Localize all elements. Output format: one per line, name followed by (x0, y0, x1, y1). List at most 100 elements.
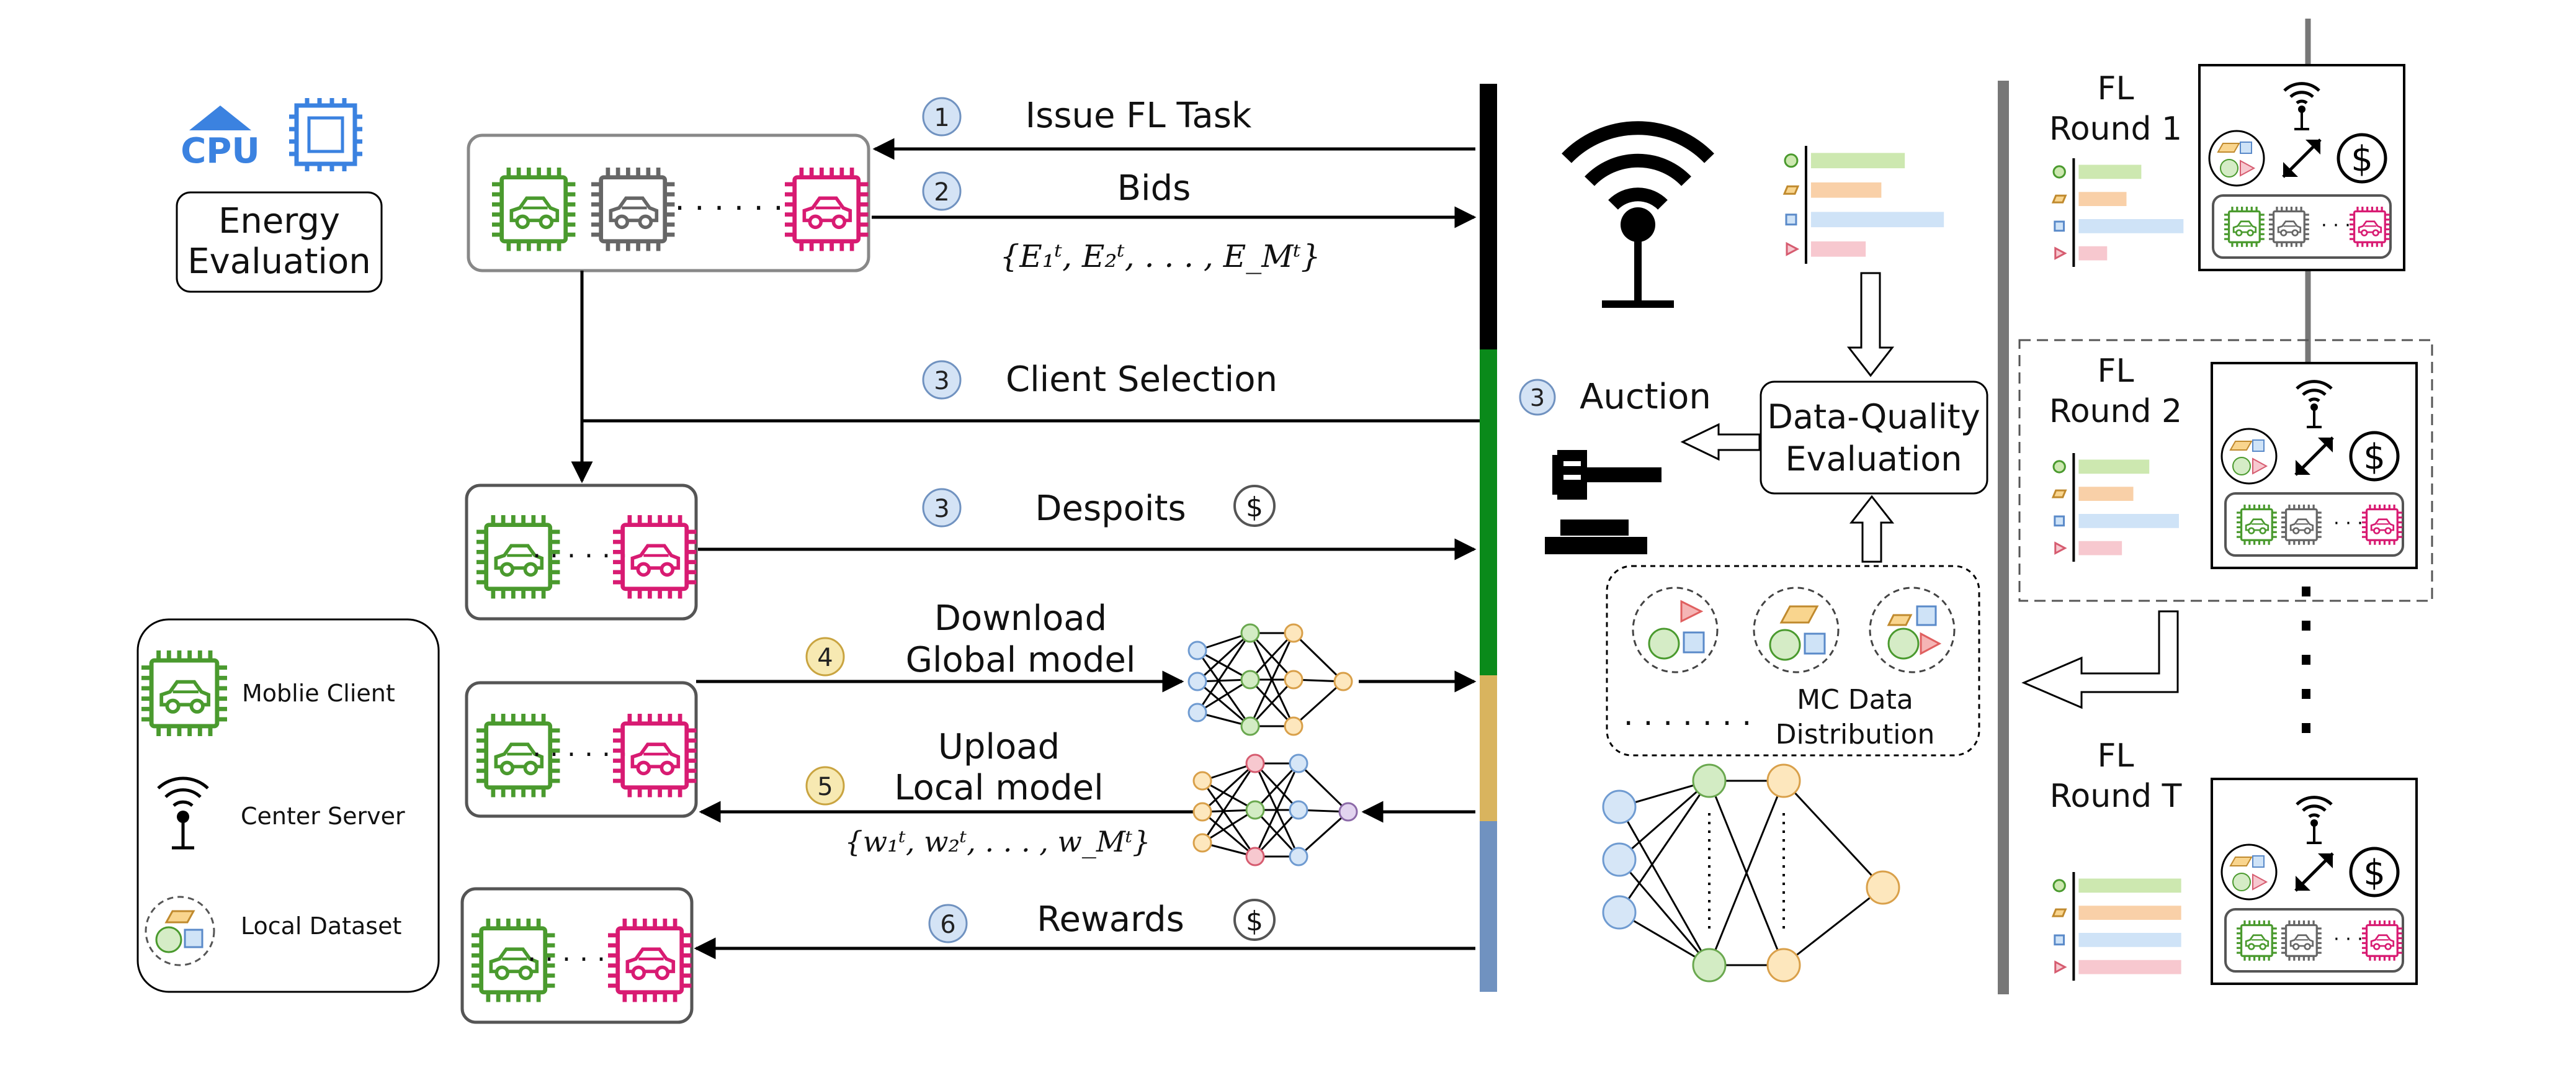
legend-box: Moblie Client Center Server Local Datase… (136, 618, 440, 993)
step-rewards: 6 Rewards $ (928, 899, 1276, 943)
net-node (1284, 670, 1304, 690)
bar-marker-icon (1786, 241, 1800, 256)
rounds-divider (1998, 81, 2009, 994)
step-download: 4 Download Global model (805, 598, 1135, 680)
client-chip-icon-green (472, 919, 555, 1002)
round-card: $ · · · (2211, 362, 2418, 569)
net-node (1240, 670, 1260, 690)
round-clients: · · · (2224, 492, 2404, 557)
client-group-deposits: . . . . . . (465, 484, 698, 621)
upload-formula: {w₁ᵗ, w₂ᵗ, . . . , w_Mᵗ} (844, 825, 1150, 858)
step-upload: 5 Upload Local model {w₁ᵗ, w₂ᵗ, . . . , … (805, 727, 1151, 858)
svg-text:$: $ (2363, 437, 2386, 477)
step-number: 2 (934, 178, 949, 207)
step-number: 1 (934, 104, 949, 132)
quality-bar (1810, 153, 1905, 169)
dollar-icon (1233, 899, 1276, 941)
net-node (1192, 833, 1212, 853)
step-number: 3 (934, 367, 949, 395)
step-selection: 3 Client Selection (922, 359, 1277, 400)
dollar-symbol: $ (1246, 492, 1263, 523)
server-timeline-bar (1480, 84, 1497, 992)
mc-dots: . . . . . . . (1624, 696, 1752, 732)
client-chip-icon-pink (613, 515, 697, 599)
round-card: $ · · · (2211, 778, 2418, 985)
bar-marker-icon (2054, 246, 2067, 260)
cpu-icon: CPU (181, 106, 260, 171)
quality-bar (2078, 960, 2181, 974)
mc-label-2: Distribution (1776, 719, 1935, 750)
step-number: 3 (934, 495, 949, 523)
round-server-icon (2296, 796, 2333, 844)
client-chip-icon-pink (2362, 920, 2402, 961)
client-chip-icon-pink (2350, 207, 2390, 247)
net-node (1692, 948, 1727, 983)
quality-bar (1810, 182, 1882, 198)
dq-arrow-up (1849, 495, 1895, 563)
quality-bar (1810, 212, 1944, 228)
net-node (1192, 771, 1212, 791)
net-node (1284, 623, 1304, 643)
mc-label-1: MC Data (1797, 684, 1913, 716)
round-quality-bars (2051, 453, 2179, 562)
step-number: 5 (817, 773, 833, 801)
net-node (1245, 847, 1265, 866)
dq-arrow-down (1846, 272, 1895, 377)
client-chip-icon-gray (591, 168, 675, 251)
round-arrow-icon (2021, 610, 2179, 709)
mc-dataset-icon (1632, 587, 1719, 673)
client-chip-icon-pink (613, 714, 697, 798)
quality-bar (2078, 906, 2181, 920)
mc-dataset-icon (1869, 587, 1956, 673)
quality-bar (2078, 514, 2179, 528)
client-dots: . . . . . . (532, 533, 628, 564)
net-node (1245, 800, 1265, 820)
round-dataset-icon (2220, 843, 2278, 901)
net-node (1602, 895, 1637, 930)
net-node (1692, 763, 1727, 798)
mc-data-box: . . . . . . . MC Data Distribution (1606, 565, 1980, 757)
quality-bar (2078, 487, 2134, 501)
client-chip-icon-green (476, 714, 560, 798)
net-node (1187, 703, 1207, 722)
step-label: Bids (1117, 168, 1191, 209)
round-title-1: FL (2098, 737, 2134, 775)
quality-bar (1810, 241, 1866, 257)
net-node (1866, 870, 1900, 905)
client-chip-icon-green (492, 168, 576, 251)
global-model-net-icon (1187, 623, 1353, 736)
round-dollar-icon: $ (2349, 847, 2400, 897)
gavel-icon (1545, 450, 1661, 554)
net-node (1289, 753, 1308, 773)
dq-label-2: Evaluation (1786, 439, 1962, 479)
step-label-2: Local model (894, 768, 1103, 808)
dq-eval-box: Data-Quality Evaluation (1760, 380, 1988, 495)
round-title-2: Round T (2050, 778, 2182, 815)
net-node (1766, 763, 1801, 798)
auction-label-group: 3 Auction (1519, 377, 1711, 417)
svg-text:· · ·: · · · (2333, 929, 2363, 950)
bar-marker-icon (1785, 214, 1797, 226)
round-quality-bars (2051, 872, 2181, 981)
net-node (1338, 802, 1358, 822)
legend-server-icon (157, 776, 209, 850)
step-bids: 2 Bids {E₁ᵗ, E₂ᵗ, . . . , E_Mᵗ} (922, 168, 1321, 274)
quality-bar (2078, 933, 2181, 947)
round-title-2: Round 2 (2049, 393, 2182, 430)
quality-bar (2078, 459, 2150, 474)
bar-marker-icon (1784, 153, 1799, 168)
svg-text:$: $ (2351, 139, 2373, 179)
step-number: 4 (817, 644, 833, 672)
bar-marker-icon (2054, 934, 2065, 946)
step-number: 3 (1530, 384, 1545, 412)
legend-dataset-icon (145, 896, 215, 966)
step-label: Client Selection (1006, 359, 1277, 400)
bar-marker-icon (2052, 165, 2066, 179)
client-chip-icon-gray (2281, 505, 2322, 545)
round-ellipsis (2302, 587, 2310, 733)
round-exchange-icon (2294, 852, 2334, 892)
bar-marker-icon (2051, 489, 2067, 498)
round-exchange-icon (2282, 138, 2322, 178)
